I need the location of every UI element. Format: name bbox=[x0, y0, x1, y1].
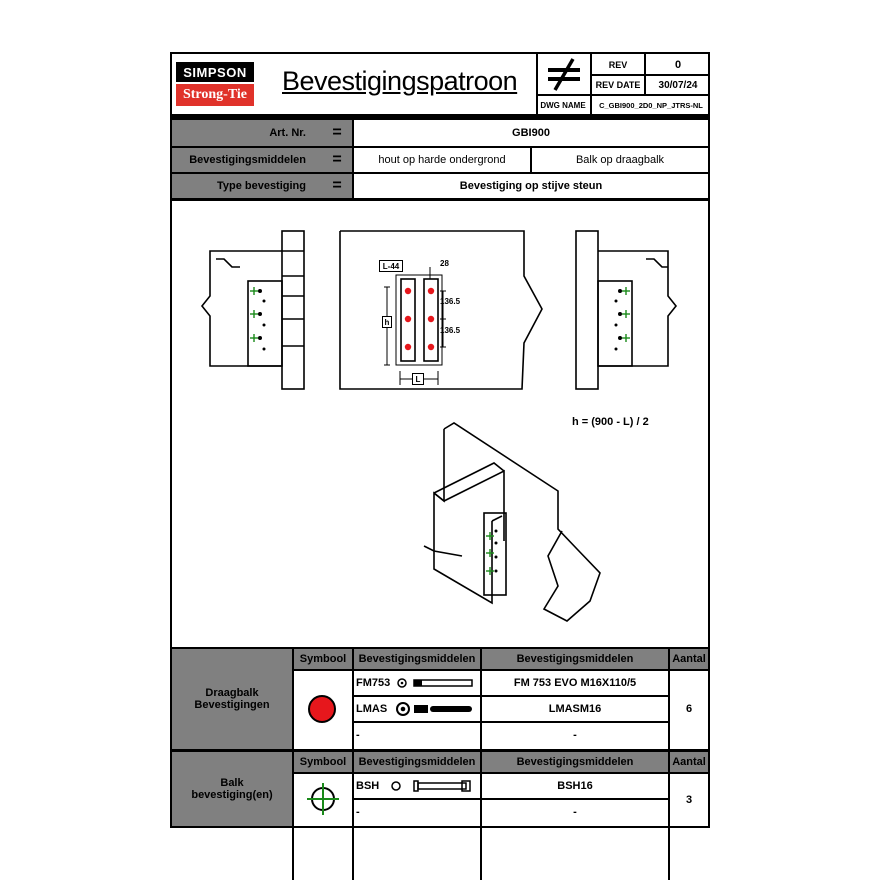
t2-col-aantal: Aantal bbox=[670, 752, 708, 772]
t1-col-symbool: Symbool bbox=[294, 649, 352, 669]
dim-28: 28 bbox=[440, 259, 449, 268]
t1-row3-name: - bbox=[573, 729, 577, 741]
logo-simpson: SIMPSON bbox=[176, 62, 254, 82]
dim-l: L bbox=[412, 373, 424, 385]
t2-col-middelen: Bevestigingsmiddelen bbox=[354, 752, 480, 772]
dim-h: h bbox=[382, 316, 392, 328]
dwg-label: DWG NAME bbox=[540, 100, 586, 110]
anchor-bolt-icon bbox=[396, 702, 472, 716]
middel-eq: = bbox=[332, 151, 342, 168]
anchor-icon bbox=[397, 678, 473, 688]
t2-row1-code: BSH bbox=[356, 780, 380, 792]
t2-row1-name: BSH16 bbox=[557, 780, 593, 792]
t1-col-aantal: Aantal bbox=[670, 649, 708, 669]
t2-col-symbool: Symbool bbox=[294, 752, 352, 772]
dim-136-5-a: 136.5 bbox=[440, 297, 461, 306]
art-eq: = bbox=[332, 124, 342, 141]
t1-row1-name: FM 753 EVO M16X110/5 bbox=[513, 677, 637, 689]
t1-row2-code: LMAS bbox=[356, 703, 388, 715]
middel-label: Bevestigingsmiddelen bbox=[172, 148, 352, 172]
rev-label: REV bbox=[608, 60, 628, 70]
formula: h = (900 - L) / 2 bbox=[572, 416, 649, 428]
logo-strong-tie: Strong-Tie bbox=[176, 84, 254, 106]
screw-icon bbox=[391, 780, 471, 792]
type-value: Bevestiging op stijve steun bbox=[459, 180, 603, 192]
rev-date-label: REV DATE bbox=[595, 80, 641, 90]
rev-value: 0 bbox=[674, 59, 682, 71]
draagbalk-group: Draagbalk Bevestigingen bbox=[172, 649, 292, 749]
art-nr-label: Art. Nr. bbox=[172, 120, 352, 146]
t1-row3-code: - bbox=[356, 729, 360, 741]
type-label: Type bevestiging bbox=[172, 174, 352, 198]
art-nr-value: GBI900 bbox=[512, 127, 550, 139]
t1-row2-name: LMASM16 bbox=[548, 703, 602, 715]
middel-value-1: hout op harde ondergrond bbox=[378, 154, 506, 166]
balk-group: Balk bevestiging(en) bbox=[172, 752, 292, 826]
technical-drawing bbox=[200, 230, 678, 622]
logo: SIMPSON Strong-Tie bbox=[172, 54, 262, 114]
t1-aantal: 6 bbox=[685, 703, 693, 715]
dim-136-5-b: 136.5 bbox=[440, 326, 461, 335]
page-title: Bevestigingspatroon bbox=[282, 66, 518, 96]
t2-col-middelen-2: Bevestigingsmiddelen bbox=[482, 752, 668, 772]
rev-date-value: 30/07/24 bbox=[658, 79, 698, 91]
type-eq: = bbox=[332, 177, 342, 194]
dwg-value: C_GBI900_2D0_NP_JTRS-NL bbox=[599, 100, 703, 110]
red-circle-icon bbox=[308, 695, 336, 723]
drawing-sheet: SIMPSON Strong-Tie Bevestigingspatroon R… bbox=[170, 52, 710, 880]
t2-aantal: 3 bbox=[685, 794, 693, 806]
green-crosshair-icon bbox=[307, 783, 339, 815]
t1-col-middelen-2: Bevestigingsmiddelen bbox=[482, 649, 668, 669]
middel-value-2: Balk op draagbalk bbox=[575, 154, 665, 166]
t2-row2-code: - bbox=[356, 806, 360, 818]
t2-row2-name: - bbox=[573, 806, 577, 818]
dim-l44: L-44 bbox=[379, 260, 403, 272]
t1-col-middelen: Bevestigingsmiddelen bbox=[354, 649, 480, 669]
not-equal-icon bbox=[540, 56, 588, 92]
t1-row1-code: FM753 bbox=[356, 677, 391, 689]
